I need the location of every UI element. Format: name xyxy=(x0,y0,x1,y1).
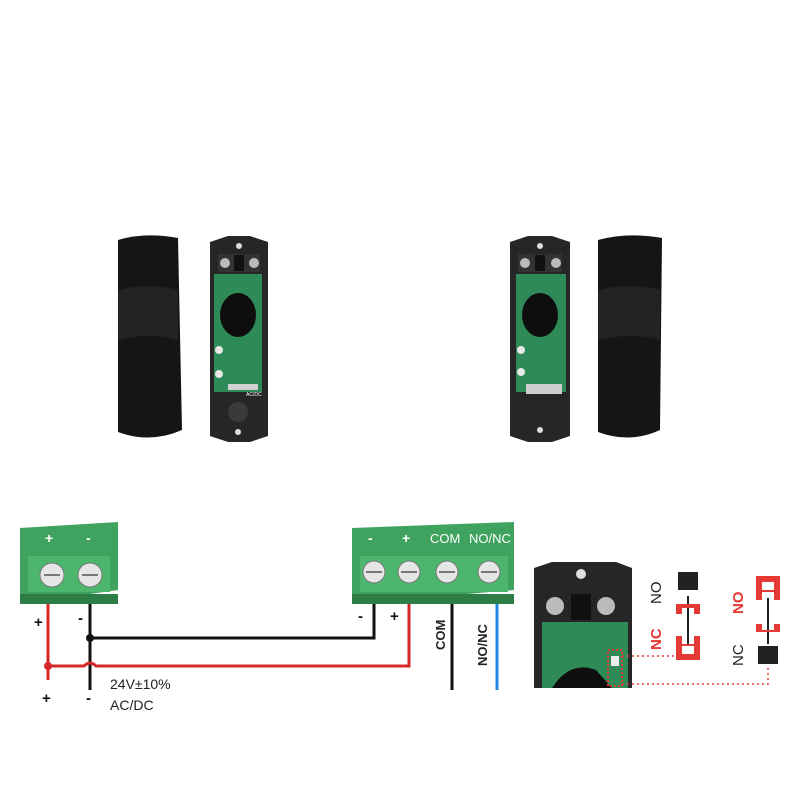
wire-left-plus-bottom: + xyxy=(42,690,51,707)
supply-voltage-label: 24V±10% xyxy=(110,676,171,692)
wire-right-plus: + xyxy=(390,608,399,625)
wire-left-plus-top: + xyxy=(34,614,43,631)
power-plus-label: + xyxy=(45,530,54,546)
power-minus-label: - xyxy=(86,530,91,546)
receiver-minus-label: - xyxy=(368,530,373,546)
wires xyxy=(44,604,499,690)
receiver-nonc-label: NO/NC xyxy=(469,531,511,546)
receiver-com-label: COM xyxy=(430,531,461,546)
jumper-nc-position xyxy=(676,572,700,660)
right-detector-cover xyxy=(598,235,662,438)
left-detector-unit: AC/DC xyxy=(210,236,268,442)
right-detector-unit xyxy=(510,236,570,442)
com-wire-label: COM xyxy=(433,619,448,650)
wire-left-minus-top: - xyxy=(78,610,83,627)
jumper-nc-black-label: NC xyxy=(730,644,747,666)
nonc-wire-label: NO/NC xyxy=(475,624,490,666)
jumper-detail-unit xyxy=(534,562,632,688)
pcb-label-acdc: AC/DC xyxy=(246,392,262,398)
jumper-no-black-label: NO xyxy=(648,581,665,605)
power-terminal-block xyxy=(20,522,118,604)
jumper-nc-red-label: NC xyxy=(648,628,665,650)
left-detector-cover xyxy=(118,235,182,438)
receiver-plus-label: + xyxy=(402,530,411,546)
jumper-no-red-label: NO xyxy=(730,591,747,615)
receiver-terminal-block xyxy=(352,522,514,604)
wire-right-minus: - xyxy=(358,608,363,625)
supply-type-label: AC/DC xyxy=(110,697,154,713)
wire-left-minus-bottom: - xyxy=(86,690,91,707)
jumper-no-position xyxy=(756,576,780,664)
leader-lines xyxy=(622,655,769,685)
